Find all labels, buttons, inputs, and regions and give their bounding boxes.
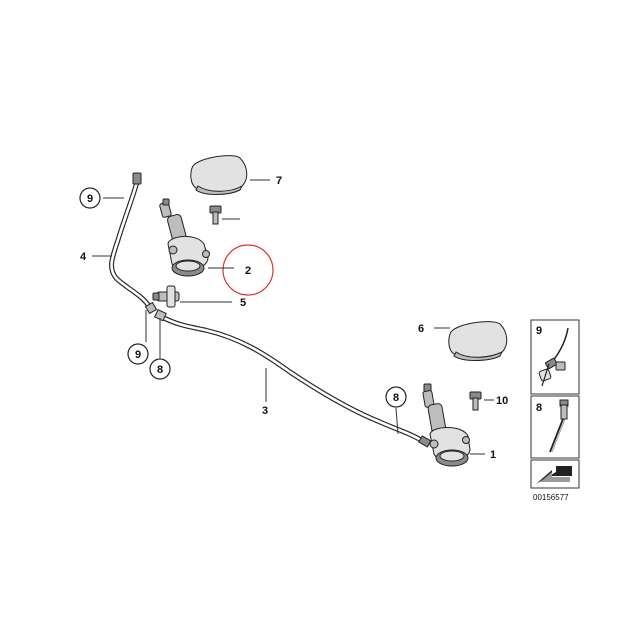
cover-6 <box>448 321 508 361</box>
callout-9-lower[interactable]: 9 <box>127 343 149 365</box>
hose-3 <box>154 309 432 448</box>
callout-9-left[interactable]: 9 <box>79 187 101 209</box>
legend-hose-clip-icon <box>538 327 569 387</box>
callout-6[interactable]: 6 <box>418 323 424 335</box>
highlight-circle <box>222 244 274 296</box>
hose-4 <box>109 172 158 315</box>
nozzle-1 <box>422 383 471 467</box>
legend-label-8: 8 <box>536 402 542 414</box>
callout-7[interactable]: 7 <box>276 175 282 187</box>
callout-4[interactable]: 4 <box>80 251 87 263</box>
callout-1[interactable]: 1 <box>490 449 496 461</box>
callout-9-lower-label: 9 <box>135 349 141 361</box>
callout-9-left-label: 9 <box>87 193 93 205</box>
legend-rod-icon <box>549 399 569 453</box>
leader-lines <box>92 179 494 455</box>
cover-7 <box>190 155 248 195</box>
t-connector-5 <box>152 285 180 308</box>
bolt-10 <box>469 391 482 411</box>
callout-8-left-label: 8 <box>157 364 163 376</box>
callout-8-left[interactable]: 8 <box>149 358 171 380</box>
catalog-number: 00156577 <box>533 493 569 502</box>
direction-arrow-icon <box>536 466 572 484</box>
callout-3[interactable]: 3 <box>262 405 268 417</box>
callout-10[interactable]: 10 <box>496 395 508 407</box>
callout-8-right[interactable]: 8 <box>385 386 407 408</box>
callout-2[interactable]: 2 <box>245 265 251 277</box>
nozzle-2 <box>159 198 210 277</box>
callout-8-right-label: 8 <box>393 392 399 404</box>
callout-5[interactable]: 5 <box>240 297 246 309</box>
legend-panel: 9 8 <box>530 319 580 489</box>
legend-label-9: 9 <box>536 325 542 337</box>
bolt-upper <box>209 205 240 225</box>
